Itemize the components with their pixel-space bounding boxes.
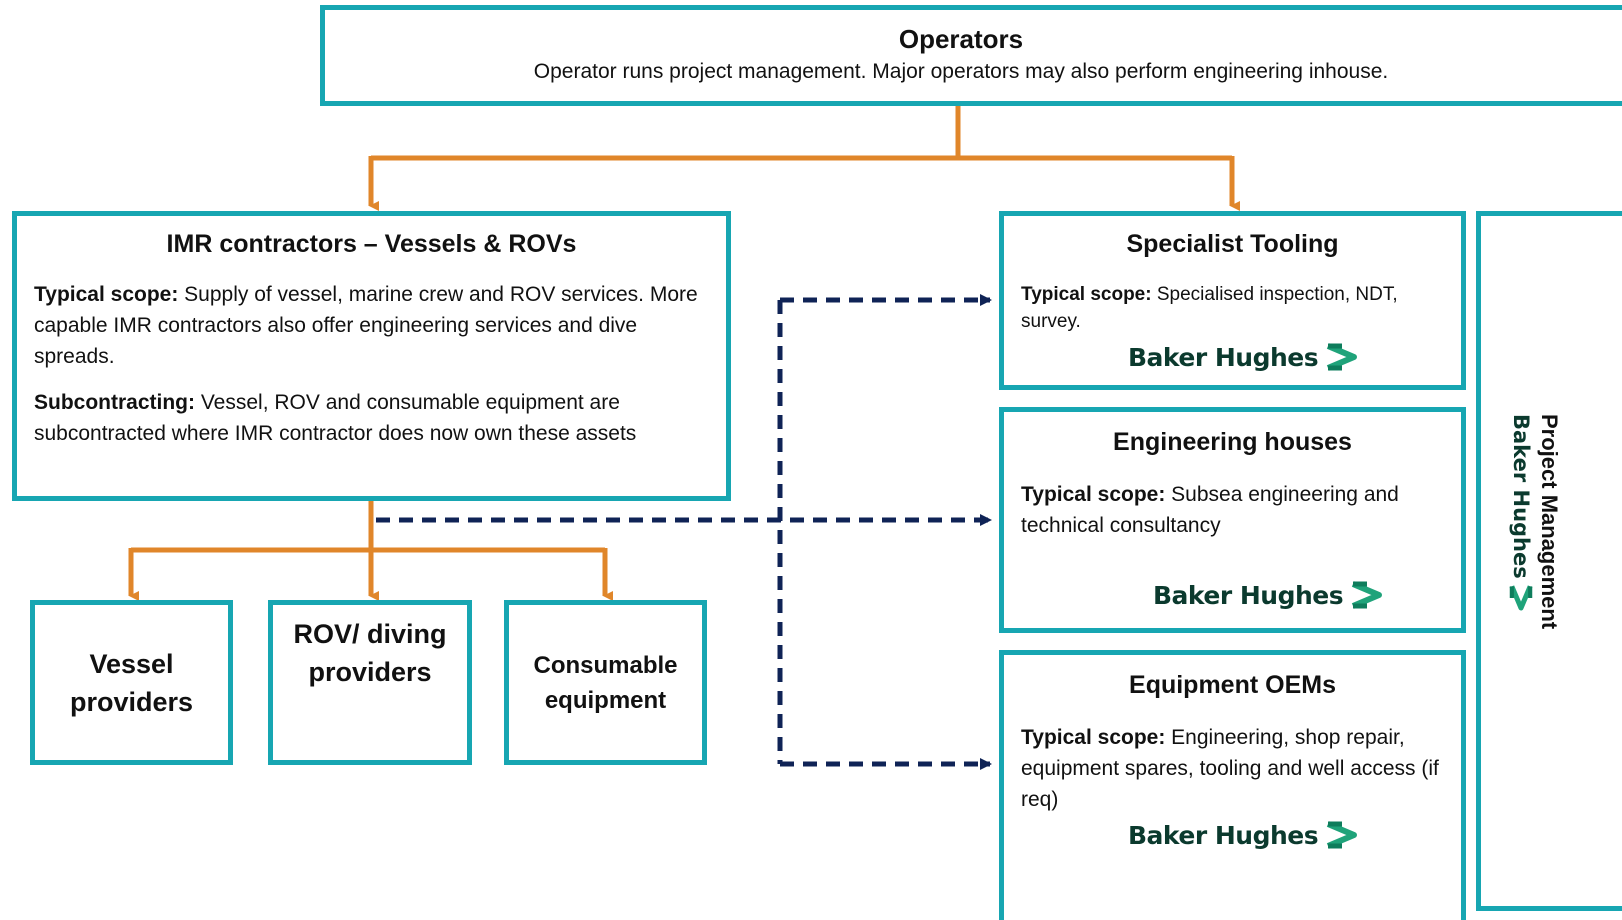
- engineering-houses-box: Engineering houses Typical scope: Subsea…: [999, 407, 1466, 633]
- engineering-title: Engineering houses: [1113, 428, 1352, 456]
- engineering-logo-text: Baker Hughes: [1153, 580, 1344, 610]
- imr-sub-label: Subcontracting:: [34, 391, 195, 414]
- oems-scope: Typical scope: Engineering, shop repair,…: [1021, 722, 1441, 815]
- specialist-scope: Typical scope: Specialised inspection, N…: [1021, 281, 1441, 335]
- project-management-box: Project Management Baker Hughes: [1476, 211, 1622, 911]
- baker-hughes-mark-icon: [1326, 821, 1358, 849]
- imr-title: IMR contractors – Vessels & ROVs: [166, 230, 577, 258]
- imr-sub-text: Vessel, ROV and consumable equipment are…: [34, 391, 637, 445]
- rov-providers-label: ROV/ diving providers: [293, 619, 447, 687]
- specialist-scope-label: Typical scope:: [1021, 284, 1152, 305]
- rov-providers-box: ROV/ diving providers: [268, 600, 472, 765]
- specialist-logo-text: Baker Hughes: [1128, 342, 1319, 372]
- operator-connectors: [368, 106, 1240, 211]
- imr-box: IMR contractors – Vessels & ROVs Typical…: [12, 211, 731, 501]
- engineering-scope-label: Typical scope:: [1021, 483, 1166, 506]
- imr-scope-label: Typical scope:: [34, 283, 179, 306]
- consumable-equipment-box: Consumable equipment: [504, 600, 707, 765]
- specialist-title: Specialist Tooling: [1126, 230, 1339, 258]
- imr-scope-text: Supply of vessel, marine crew and ROV se…: [34, 283, 698, 368]
- specialist-tooling-box: Specialist Tooling Typical scope: Specia…: [999, 211, 1466, 390]
- imr-connectors: [128, 500, 613, 601]
- consumable-equipment-label: Consumable equipment: [533, 651, 678, 714]
- subcontract-dashed-connectors: [376, 294, 992, 770]
- operators-title: Operators: [898, 24, 1024, 54]
- baker-hughes-mark-icon: [1351, 581, 1383, 609]
- project-management-title: Project Management: [1537, 414, 1562, 630]
- specialist-baker-hughes-logo: Baker Hughes: [1128, 342, 1360, 372]
- engineering-baker-hughes-logo: Baker Hughes: [1153, 580, 1385, 610]
- operators-description: Operator runs project management. Major …: [533, 60, 1389, 83]
- baker-hughes-mark-icon: [1326, 343, 1358, 371]
- baker-hughes-mark-icon: [1509, 585, 1533, 611]
- project-management-vertical: Project Management Baker Hughes: [1503, 414, 1563, 694]
- oems-title: Equipment OEMs: [1129, 671, 1336, 699]
- oems-baker-hughes-logo: Baker Hughes: [1128, 820, 1360, 850]
- operators-box: Operators Operator runs project manageme…: [320, 5, 1622, 106]
- imr-subcontracting: Subcontracting: Vessel, ROV and consumab…: [34, 387, 702, 449]
- oems-scope-text: Engineering, shop repair, equipment spar…: [1021, 726, 1439, 811]
- connector-layer: [128, 106, 1240, 770]
- project-management-logo: Baker Hughes: [1507, 414, 1535, 613]
- oems-logo-text: Baker Hughes: [1128, 820, 1319, 850]
- specialist-scope-text: Specialised inspection, NDT, survey.: [1021, 284, 1398, 332]
- vessel-providers-label: Vessel providers: [69, 648, 194, 717]
- equipment-oems-box: Equipment OEMs Typical scope: Engineerin…: [999, 650, 1466, 920]
- oems-scope-label: Typical scope:: [1021, 726, 1166, 749]
- imr-scope: Typical scope: Supply of vessel, marine …: [34, 279, 702, 372]
- engineering-scope: Typical scope: Subsea engineering and te…: [1021, 479, 1441, 541]
- vessel-providers-box: Vessel providers: [30, 600, 233, 765]
- project-management-logo-text: Baker Hughes: [1509, 414, 1533, 579]
- engineering-scope-text: Subsea engineering and technical consult…: [1021, 483, 1399, 537]
